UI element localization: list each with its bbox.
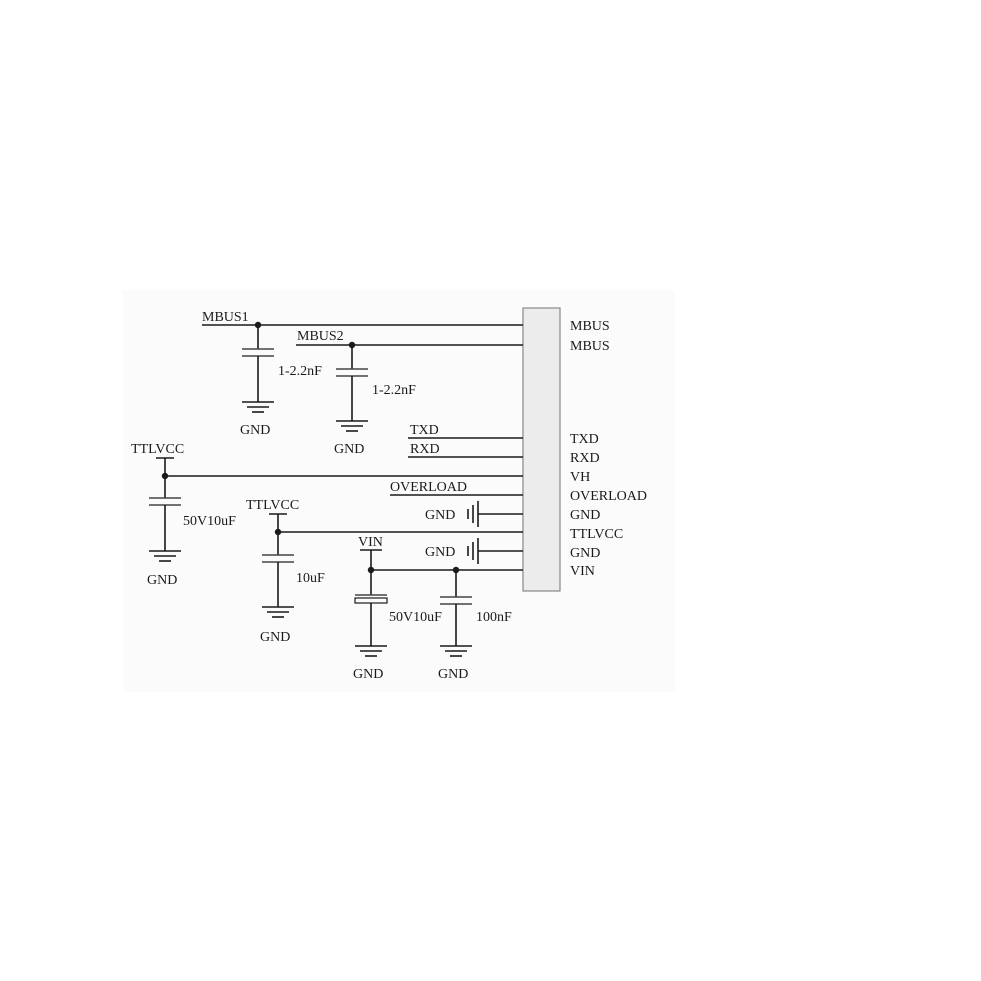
net-label-rxd: RXD [410,442,440,457]
net-label-mbus1: MBUS1 [202,310,249,325]
gnd-label-pin-2: GND [425,545,455,560]
gnd-label-2: GND [334,442,364,457]
net-label-ttlvcc-left: TTLVCC [131,442,184,457]
net-label-txd: TXD [410,423,439,438]
pin-label-vh: VH [570,470,590,485]
pin-label-overload: OVERLOAD [570,489,647,504]
ttlvcc-mid-net [262,513,523,607]
cap-label-ttlvcc-left: 50V10uF [183,514,236,529]
ground-symbol-4 [262,606,294,618]
ground-symbol-1 [242,401,274,413]
gnd-label-4: GND [260,630,290,645]
ground-symbol-2 [336,420,368,432]
ground-symbol-3 [149,550,181,562]
vin-net [354,549,523,646]
ttlvcc-left-net [149,457,523,551]
ground-symbol-6 [440,645,472,657]
mbus1-net [202,321,523,402]
schematic-background [123,290,675,692]
cap-label-ttlvcc-mid: 10uF [296,571,325,586]
net-label-overload: OVERLOAD [390,480,467,495]
net-label-vin: VIN [358,535,383,550]
cap-label-vin-bypass: 100nF [476,610,512,625]
cap-label-mbus-left: 1-2.2nF [278,364,322,379]
pin-label-mbus-1: MBUS [570,319,610,334]
net-label-ttlvcc-mid: TTLVCC [246,498,299,513]
cap-label-vin-bulk: 50V10uF [389,610,442,625]
mbus2-net [296,341,523,421]
gnd-label-pin-1: GND [425,508,455,523]
ground-symbol-pin-1 [467,501,523,527]
gnd-label-6: GND [438,667,468,682]
net-label-mbus2: MBUS2 [297,329,344,344]
pin-label-gnd-2: GND [570,546,600,561]
pin-label-rxd: RXD [570,451,600,466]
gnd-label-3: GND [147,573,177,588]
pin-label-gnd-1: GND [570,508,600,523]
cap-label-mbus-right: 1-2.2nF [372,383,416,398]
ground-symbol-pin-2 [467,538,523,564]
gnd-label-1: GND [240,423,270,438]
pin-label-ttlvcc: TTLVCC [570,527,623,542]
gnd-label-5: GND [353,667,383,682]
ground-symbol-5 [355,645,387,657]
pin-label-txd: TXD [570,432,599,447]
pin-label-mbus-2: MBUS [570,339,610,354]
connector-body [522,307,561,592]
pin-label-vin: VIN [570,564,595,579]
